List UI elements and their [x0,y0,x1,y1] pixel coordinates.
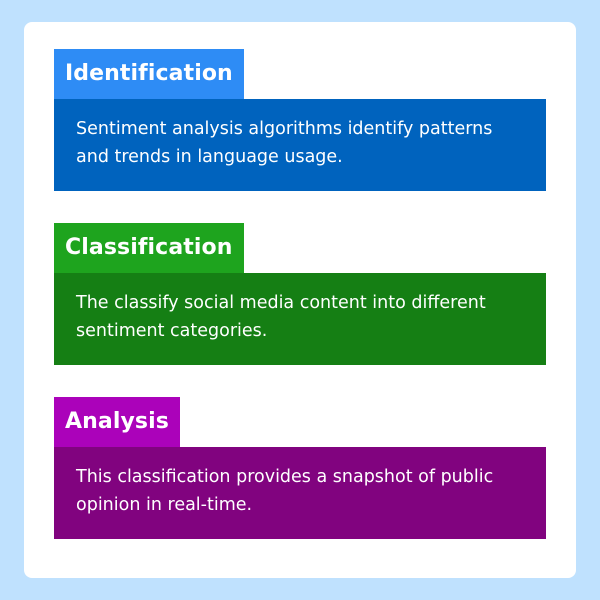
section-title: Classification [54,223,244,273]
info-card: Identification Sentiment analysis algori… [24,22,576,578]
section-description: This classification provides a snapshot … [54,447,546,539]
section-analysis: Analysis This classification provides a … [54,397,546,539]
section-title: Identification [54,49,244,99]
section-description: The classify social media content into d… [54,273,546,365]
section-classification: Classification The classify social media… [54,223,546,365]
section-description: Sentiment analysis algorithms identify p… [54,99,546,191]
section-title: Analysis [54,397,180,447]
section-identification: Identification Sentiment analysis algori… [54,49,546,191]
